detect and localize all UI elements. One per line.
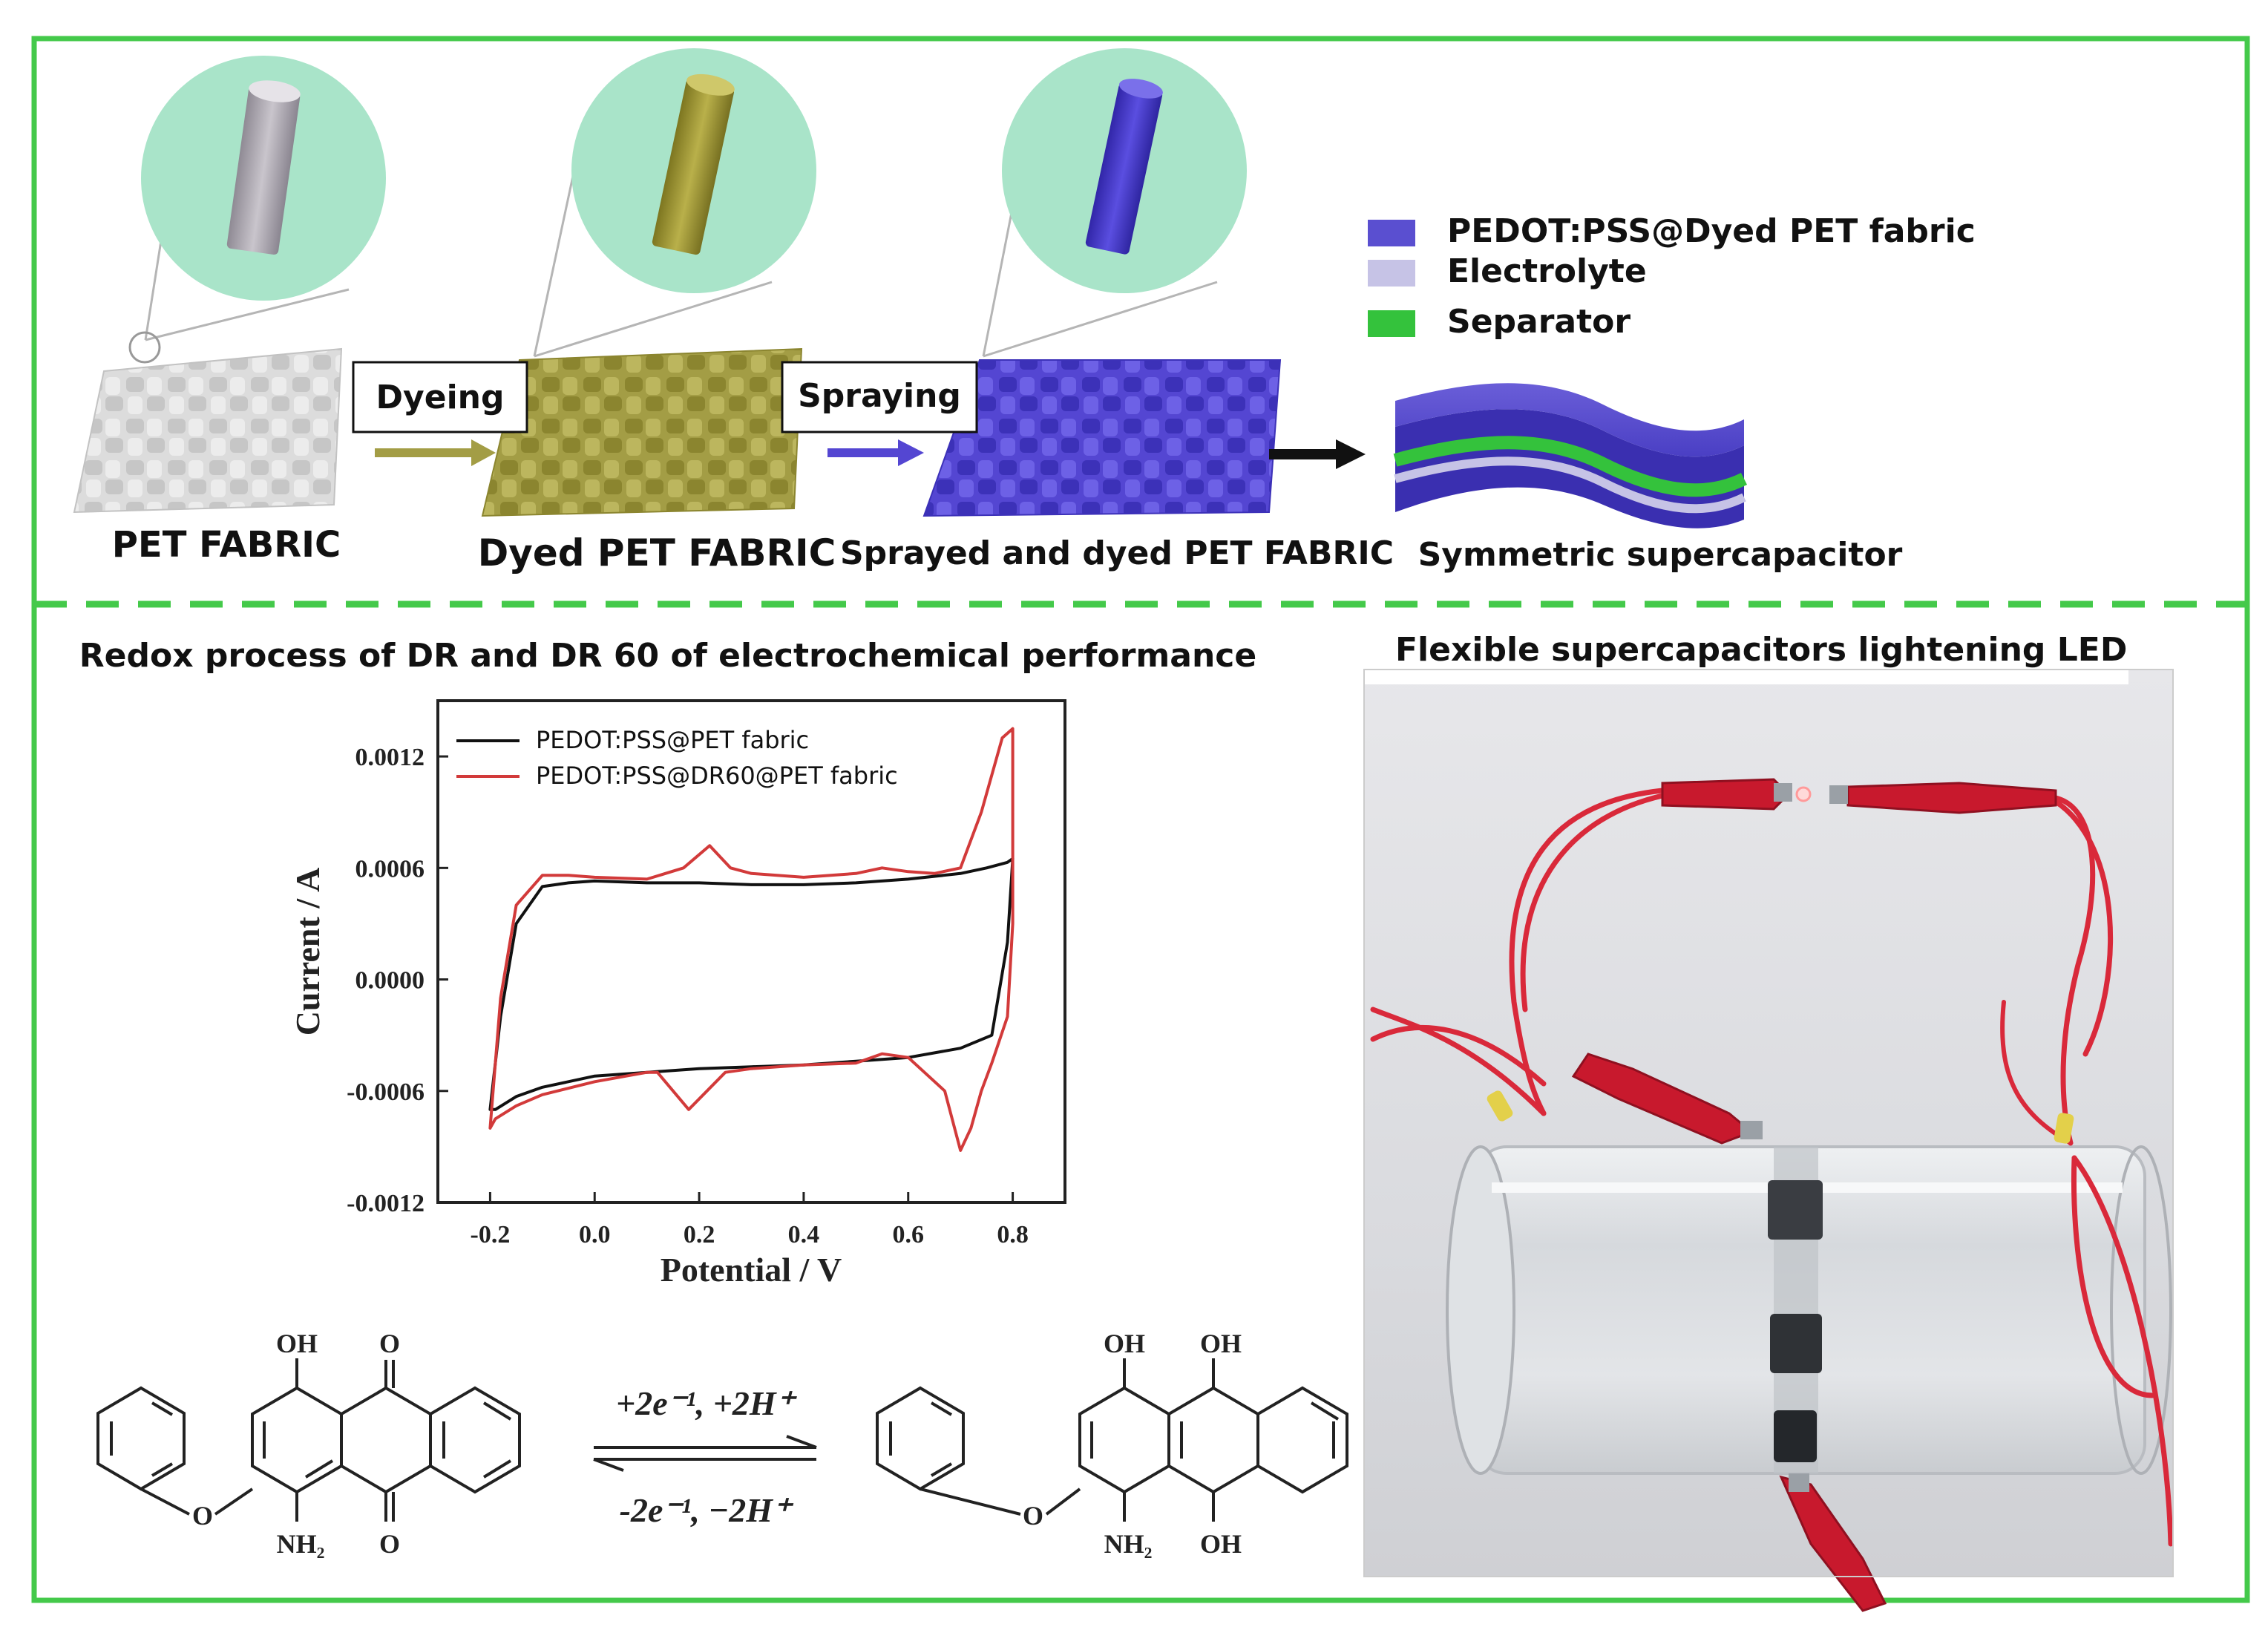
x-tick-label: 0.0 (579, 1221, 611, 1248)
led-glow (1795, 786, 1812, 802)
plot-frame (436, 699, 1066, 1204)
fabrication-process: Dyeing Spraying PEDOT:PSS@Dyed PET fabri… (73, 48, 1976, 575)
right-panel-title: Flexible supercapacitors lightening LED (1395, 631, 2127, 669)
redox-reaction-scheme (96, 1358, 1348, 1522)
legend-text-red: PEDOT:PSS@DR60@PET fabric (536, 762, 898, 790)
x-tick-label: 0.6 (893, 1221, 925, 1248)
reaction-labels: OH O O NH₂ O +2e⁻¹, +2H⁺ -2e⁻¹, −2H⁺ OH … (192, 1329, 1242, 1559)
supercapacitor-illustration (1393, 383, 1748, 528)
spraying-label: Spraying (798, 377, 961, 415)
cv-chart: -0.2 0.0 0.2 0.4 0.6 0.8 -0.0012 -0.0006 0.0000 0… (289, 699, 1066, 1289)
fiber-zoom-sprayed (982, 48, 1247, 358)
legend-swatch-electrode (1368, 220, 1415, 246)
atom-label-oh-1: OH (1104, 1329, 1145, 1358)
atom-label-o-ether-left: O (192, 1501, 213, 1531)
legend-swatch-electrolyte (1368, 260, 1415, 287)
atom-label-oh-3: OH (1200, 1529, 1242, 1559)
x-axis-label: Potential / V (661, 1251, 842, 1289)
fabric-sprayed (922, 359, 1282, 517)
fabric-plain (73, 347, 343, 514)
clip-tips (1740, 783, 1848, 1492)
atom-label-nh2-left: NH₂ (277, 1529, 325, 1559)
fiber-zoom-dyed (533, 48, 816, 358)
legend-swatch-separator (1368, 310, 1415, 337)
legend-label-separator: Separator (1447, 303, 1630, 341)
spraying-box: Spraying (781, 361, 978, 433)
atom-label-o-top: O (379, 1329, 400, 1358)
fiber-zoom-plain (128, 56, 386, 364)
x-tick-label: 0.2 (684, 1221, 715, 1248)
x-tick-label: 0.4 (788, 1221, 820, 1248)
dyeing-box: Dyeing (352, 361, 528, 433)
layer-legend: PEDOT:PSS@Dyed PET fabric Electrolyte Se… (1368, 212, 1976, 341)
reverse-conditions: -2e⁻¹, −2H⁺ (620, 1491, 794, 1529)
left-anthraquinone-ring-b (340, 1386, 432, 1494)
y-tick-label: -0.0012 (347, 1190, 425, 1217)
right-anthracene-ring-c (1256, 1386, 1348, 1494)
atom-label-nh2-right: NH₂ (1104, 1529, 1153, 1559)
step-label-dyed-fabric: Dyed PET FABRIC (478, 531, 836, 575)
y-tick-label: 0.0012 (355, 744, 425, 771)
y-tick-label: 0.0006 (355, 855, 425, 883)
y-axis-label: Current / A (289, 868, 327, 1036)
chart-legend: PEDOT:PSS@PET fabric PEDOT:PSS@DR60@PET … (456, 726, 898, 790)
left-panel-title: Redox process of DR and DR 60 of electro… (79, 637, 1256, 675)
step-label-supercapacitor: Symmetric supercapacitor (1418, 536, 1903, 574)
series-line-dr60 (488, 727, 1015, 1152)
red-wires (1370, 788, 2174, 1547)
led-demo-photo (1363, 625, 2174, 1612)
atom-label-oh: OH (276, 1329, 318, 1358)
dyeing-label: Dyeing (376, 379, 505, 416)
tick-group: -0.2 0.0 0.2 0.4 0.6 0.8 -0.0012 -0.0006 0.0000 0… (347, 744, 1029, 1248)
y-tick-label: 0.0000 (355, 967, 425, 995)
legend-label-electrolyte: Electrolyte (1447, 252, 1647, 290)
step-label-sprayed-fabric: Sprayed and dyed PET FABRIC (840, 534, 1394, 572)
legend-label-electrode: PEDOT:PSS@Dyed PET fabric (1447, 212, 1976, 250)
series-group (488, 727, 1015, 1152)
atom-label-o-bottom: O (379, 1529, 400, 1559)
outer-frame (31, 36, 2250, 1603)
wire-ties (1487, 1090, 2074, 1144)
y-tick-label: -0.0006 (347, 1079, 425, 1106)
forward-conditions: +2e⁻¹, +2H⁺ (616, 1384, 798, 1422)
left-anthraquinone-ring-c (429, 1386, 521, 1494)
x-tick-label: -0.2 (471, 1221, 511, 1248)
atom-label-o-ether-right: O (1023, 1501, 1043, 1531)
step-label-pet-fabric: PET FABRIC (112, 524, 341, 566)
supercapacitor-strip (1768, 1147, 1823, 1473)
fabric-dyed (481, 347, 803, 517)
x-tick-label: 0.8 (997, 1221, 1029, 1248)
legend-text-black: PEDOT:PSS@PET fabric (536, 726, 809, 754)
atom-label-oh-2: OH (1200, 1329, 1242, 1358)
